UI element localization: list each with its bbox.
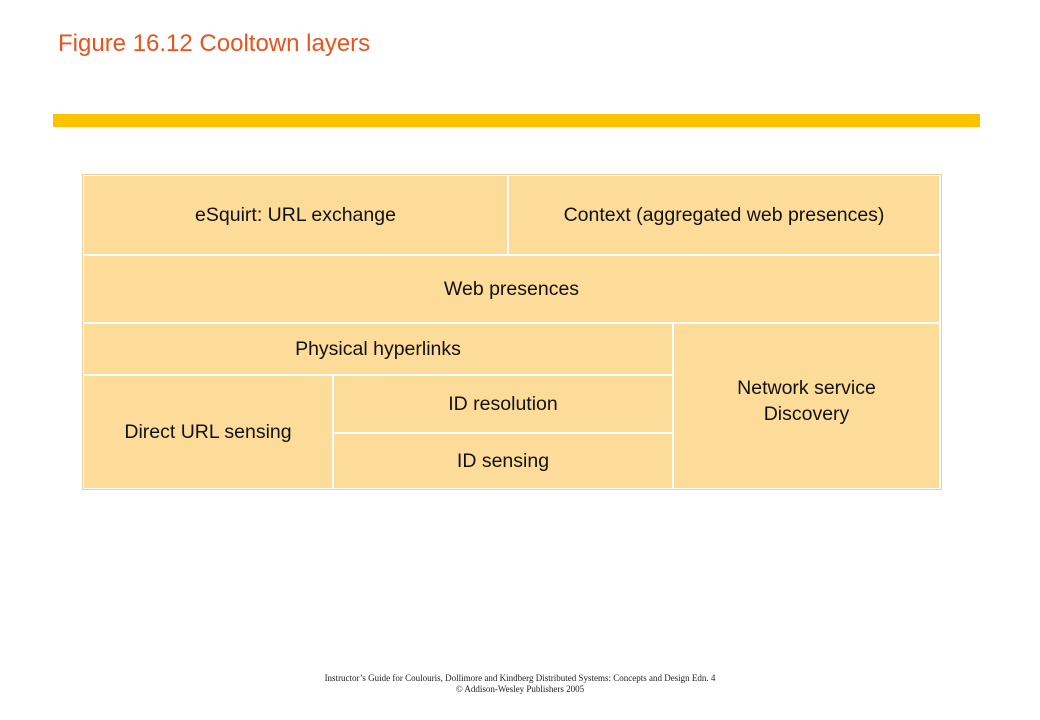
layer-direct-url-sensing: Direct URL sensing [83, 375, 333, 489]
layer-physical-hyperlinks: Physical hyperlinks [83, 323, 673, 375]
layer-context: Context (aggregated web presences) [508, 175, 940, 255]
layer-esquirt: eSquirt: URL exchange [83, 175, 508, 255]
title-accent-bar [53, 114, 980, 127]
footer-line-2: © Addison-Wesley Publishers 2005 [455, 684, 585, 694]
layer-id-sensing: ID sensing [333, 433, 673, 489]
figure-title: Figure 16.12 Cooltown layers [58, 30, 371, 57]
footer-credits: Instructor’s Guide for Coulouris, Dollim… [0, 673, 1040, 695]
footer-line-1: Instructor’s Guide for Coulouris, Dollim… [324, 673, 716, 683]
layer-web-presences: Web presences [83, 255, 940, 323]
layer-network-service-discovery: Network service Discovery [673, 323, 940, 489]
layer-id-resolution: ID resolution [333, 375, 673, 433]
